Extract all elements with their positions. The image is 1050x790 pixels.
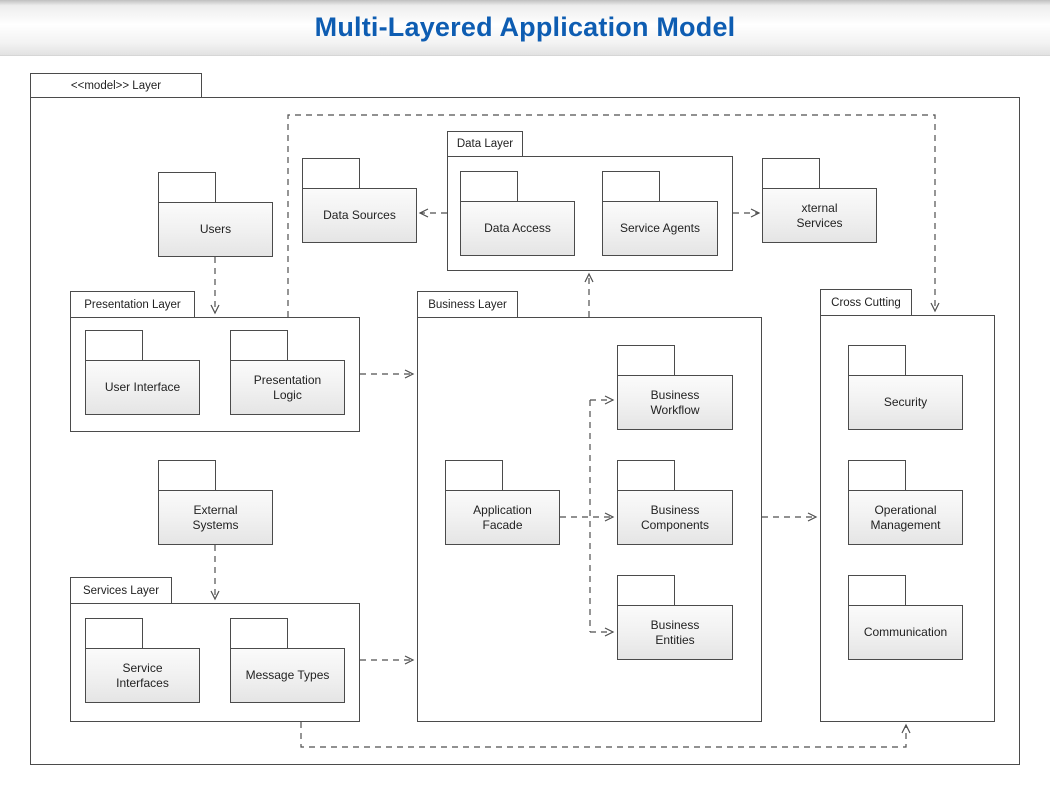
package-message-types-tab — [230, 618, 288, 648]
package-users-tab — [158, 172, 216, 202]
page-header: Multi-Layered Application Model — [0, 0, 1050, 56]
package-xternal-services-tab — [762, 158, 820, 188]
model-layer-tab-label: <<model>> Layer — [70, 79, 162, 92]
package-message-types-label: Message Types — [245, 668, 330, 682]
package-users[interactable]: Users — [158, 202, 273, 257]
package-xternal-services-label: xternal Services — [796, 200, 843, 230]
package-business-components[interactable]: Business Components — [617, 490, 733, 545]
package-presentation-logic[interactable]: Presentation Logic — [230, 360, 345, 415]
package-data-access-tab — [460, 171, 518, 201]
package-data-sources-label: Data Sources — [323, 208, 396, 222]
business-layer-tab[interactable]: Business Layer — [417, 291, 518, 317]
package-business-components-label: Business Components — [640, 502, 710, 532]
package-business-workflow-tab — [617, 345, 675, 375]
package-operational-management[interactable]: Operational Management — [848, 490, 963, 545]
package-service-interfaces[interactable]: Service Interfaces — [85, 648, 200, 703]
package-application-facade-label: Application Facade — [473, 502, 532, 532]
package-business-workflow[interactable]: Business Workflow — [617, 375, 733, 430]
package-business-entities-tab — [617, 575, 675, 605]
presentation-layer-tab[interactable]: Presentation Layer — [70, 291, 195, 317]
package-external-systems[interactable]: External Systems — [158, 490, 273, 545]
cross-cutting-tab[interactable]: Cross Cutting — [820, 289, 912, 315]
package-data-sources-tab — [302, 158, 360, 188]
package-external-systems-label: External Systems — [192, 502, 239, 532]
package-user-interface-label: User Interface — [104, 380, 181, 394]
package-data-access[interactable]: Data Access — [460, 201, 575, 256]
package-business-entities-label: Business Entities — [650, 617, 700, 647]
data-layer-tab[interactable]: Data Layer — [447, 131, 523, 156]
package-user-interface[interactable]: User Interface — [85, 360, 200, 415]
package-operational-management-label: Operational Management — [870, 502, 941, 532]
package-users-label: Users — [199, 222, 232, 236]
package-communication-tab — [848, 575, 906, 605]
package-security-label: Security — [883, 395, 928, 409]
package-communication-label: Communication — [863, 625, 948, 639]
package-data-sources[interactable]: Data Sources — [302, 188, 417, 243]
package-business-components-tab — [617, 460, 675, 490]
package-data-access-label: Data Access — [484, 221, 551, 235]
model-layer-tab[interactable]: <<model>> Layer — [30, 73, 202, 97]
package-service-interfaces-tab — [85, 618, 143, 648]
package-security-tab — [848, 345, 906, 375]
package-user-interface-tab — [85, 330, 143, 360]
package-operational-management-tab — [848, 460, 906, 490]
package-security[interactable]: Security — [848, 375, 963, 430]
package-business-workflow-label: Business Workflow — [650, 387, 700, 417]
cross-cutting-label: Cross Cutting — [831, 296, 901, 309]
package-xternal-services[interactable]: xternal Services — [762, 188, 877, 243]
package-service-agents-label: Service Agents — [619, 221, 701, 235]
services-layer-tab[interactable]: Services Layer — [70, 577, 172, 603]
package-message-types[interactable]: Message Types — [230, 648, 345, 703]
package-service-agents[interactable]: Service Agents — [602, 201, 718, 256]
package-service-agents-tab — [602, 171, 660, 201]
business-layer-label: Business Layer — [428, 298, 507, 311]
package-business-entities[interactable]: Business Entities — [617, 605, 733, 660]
page-title: Multi-Layered Application Model — [314, 12, 736, 42]
package-external-systems-tab — [158, 460, 216, 490]
package-application-facade-tab — [445, 460, 503, 490]
presentation-layer-label: Presentation Layer — [84, 298, 181, 311]
package-application-facade[interactable]: Application Facade — [445, 490, 560, 545]
package-service-interfaces-label: Service Interfaces — [116, 660, 169, 690]
data-layer-label: Data Layer — [456, 138, 514, 150]
services-layer-label: Services Layer — [82, 584, 160, 597]
package-presentation-logic-tab — [230, 330, 288, 360]
package-communication[interactable]: Communication — [848, 605, 963, 660]
package-presentation-logic-label: Presentation Logic — [253, 372, 322, 402]
